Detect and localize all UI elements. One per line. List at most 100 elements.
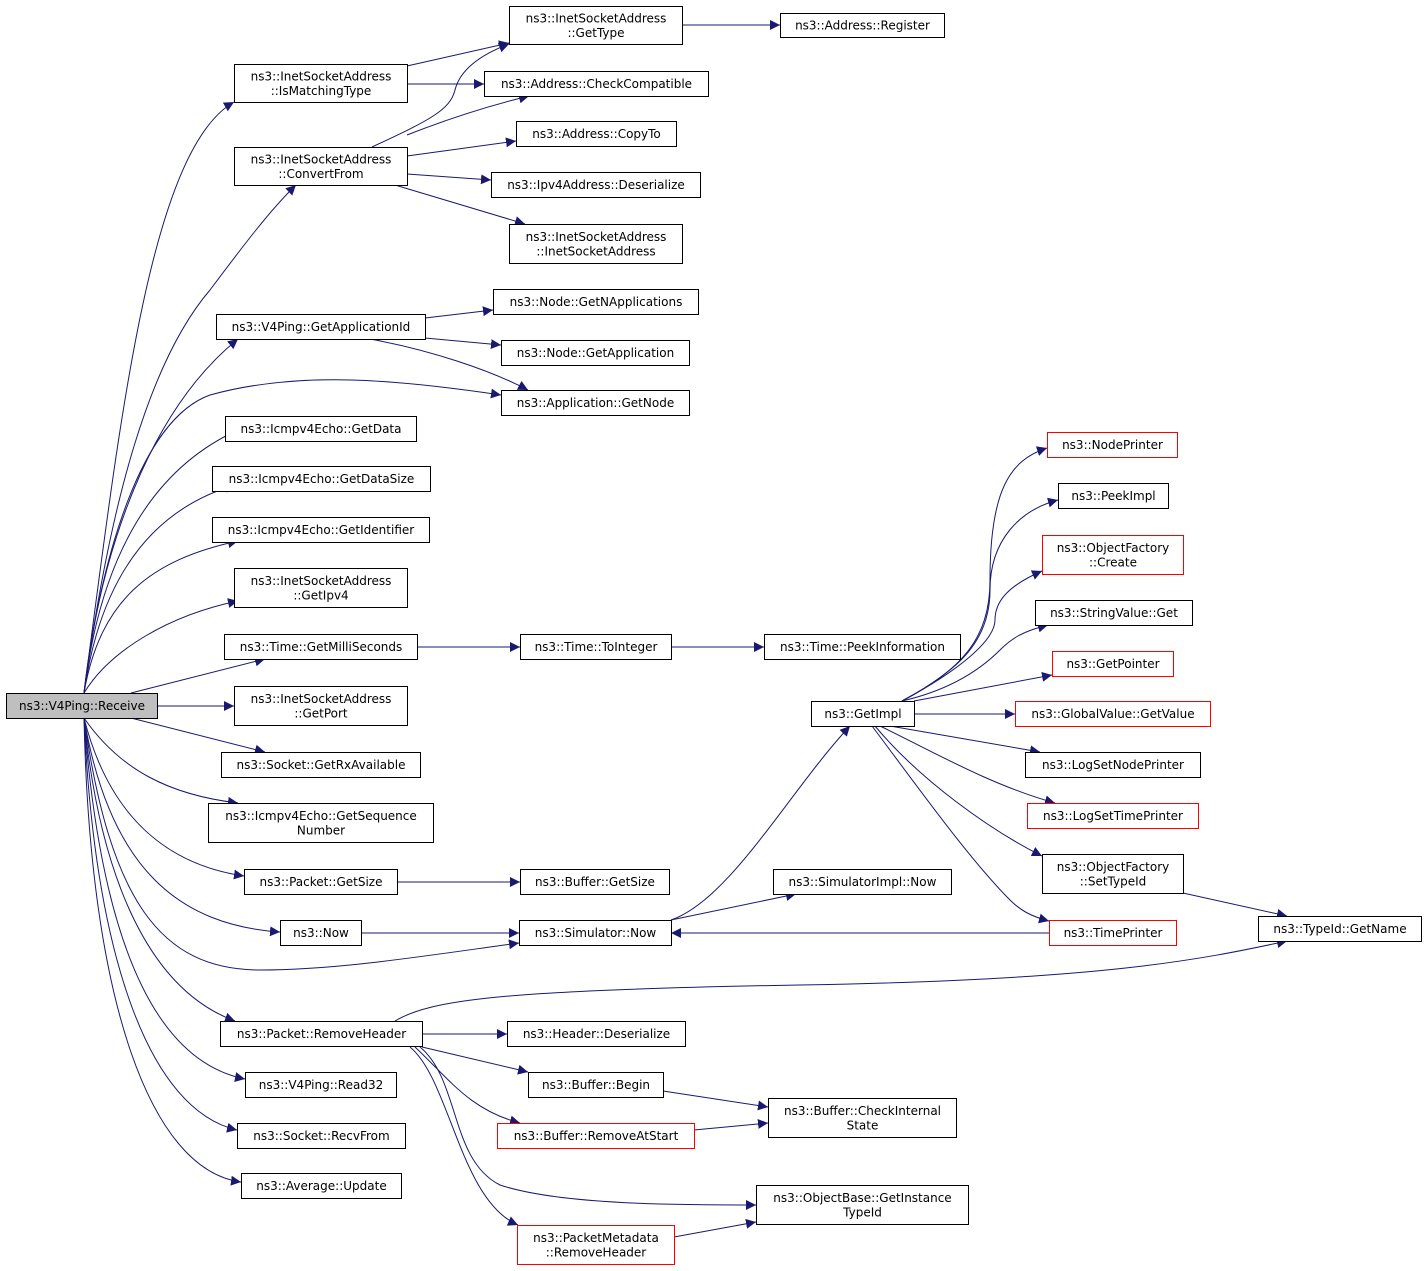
node-box[interactable] <box>516 121 677 147</box>
node-box[interactable] <box>224 634 418 660</box>
node-getipv4[interactable]: ns3::InetSocketAddress::GetIpv4 <box>234 568 408 608</box>
node-gvgetvalue[interactable]: ns3::GlobalValue::GetValue <box>1015 701 1211 727</box>
node-typeidname[interactable]: ns3::TypeId::GetName <box>1258 916 1422 942</box>
node-register[interactable]: ns3::Address::Register <box>780 13 945 38</box>
node-bufremove[interactable]: ns3::Buffer::RemoveAtStart <box>497 1123 695 1149</box>
node-box[interactable] <box>1025 752 1201 778</box>
node-box[interactable] <box>768 1098 957 1138</box>
node-box[interactable] <box>773 869 952 895</box>
node-box[interactable] <box>1042 535 1184 575</box>
node-box[interactable] <box>507 1021 686 1047</box>
node-box[interactable] <box>519 920 672 946</box>
node-box[interactable] <box>6 693 158 719</box>
node-box[interactable] <box>1027 803 1199 829</box>
node-box[interactable] <box>528 1072 664 1098</box>
node-box[interactable] <box>517 1225 675 1265</box>
node-ipv4deser[interactable]: ns3::Ipv4Address::Deserialize <box>491 172 701 198</box>
node-box[interactable] <box>493 289 699 315</box>
node-getnapps[interactable]: ns3::Node::GetNApplications <box>493 289 699 315</box>
node-recvfrom[interactable]: ns3::Socket::RecvFrom <box>237 1123 406 1149</box>
node-getappid[interactable]: ns3::V4Ping::GetApplicationId <box>216 314 426 340</box>
node-box[interactable] <box>756 1185 969 1225</box>
node-box[interactable] <box>501 340 690 366</box>
node-box[interactable] <box>216 314 426 340</box>
node-box[interactable] <box>509 6 683 45</box>
node-inetctor[interactable]: ns3::InetSocketAddress::InetSocketAddres… <box>509 224 683 264</box>
node-box[interactable] <box>280 920 362 946</box>
node-box[interactable] <box>501 390 690 416</box>
node-avgupdate[interactable]: ns3::Average::Update <box>241 1173 402 1199</box>
node-box[interactable] <box>491 172 701 198</box>
node-strget[interactable]: ns3::StringValue::Get <box>1035 600 1193 626</box>
node-peekinfo[interactable]: ns3::Time::PeekInformation <box>764 634 961 660</box>
node-box[interactable] <box>520 634 672 660</box>
node-box[interactable] <box>1052 651 1174 677</box>
node-box[interactable] <box>1258 916 1422 942</box>
node-getrx[interactable]: ns3::Socket::GetRxAvailable <box>221 752 421 778</box>
node-getpointer[interactable]: ns3::GetPointer <box>1052 651 1174 677</box>
node-box[interactable] <box>237 1123 406 1149</box>
node-getmilli[interactable]: ns3::Time::GetMilliSeconds <box>224 634 418 660</box>
node-peekimpl[interactable]: ns3::PeekImpl <box>1058 483 1169 509</box>
node-bufgetsize[interactable]: ns3::Buffer::GetSize <box>520 869 670 895</box>
node-box[interactable] <box>212 466 431 492</box>
node-box[interactable] <box>225 416 417 442</box>
node-box[interactable] <box>509 224 683 264</box>
node-getdatasize[interactable]: ns3::Icmpv4Echo::GetDataSize <box>212 466 431 492</box>
node-box[interactable] <box>220 1021 423 1047</box>
node-ismatch[interactable]: ns3::InetSocketAddress::IsMatchingType <box>234 64 408 103</box>
node-box[interactable] <box>1058 483 1169 509</box>
node-getident[interactable]: ns3::Icmpv4Echo::GetIdentifier <box>212 517 430 543</box>
node-logsetnode[interactable]: ns3::LogSetNodePrinter <box>1025 752 1201 778</box>
node-removeheader[interactable]: ns3::Packet::RemoveHeader <box>220 1021 423 1047</box>
node-getport[interactable]: ns3::InetSocketAddress::GetPort <box>234 686 408 726</box>
node-timeprinter[interactable]: ns3::TimePrinter <box>1049 920 1177 946</box>
node-simnow[interactable]: ns3::Simulator::Now <box>519 920 672 946</box>
node-box[interactable] <box>764 634 961 660</box>
node-box[interactable] <box>221 752 421 778</box>
node-ofcreate[interactable]: ns3::ObjectFactory::Create <box>1042 535 1184 575</box>
node-box[interactable] <box>497 1123 695 1149</box>
node-gettype[interactable]: ns3::InetSocketAddress::GetType <box>509 6 683 45</box>
node-appgetnode[interactable]: ns3::Application::GetNode <box>501 390 690 416</box>
node-box[interactable] <box>1035 600 1193 626</box>
node-tointeger[interactable]: ns3::Time::ToInteger <box>520 634 672 660</box>
node-receive[interactable]: ns3::V4Ping::Receive <box>6 693 158 719</box>
node-box[interactable] <box>241 1173 402 1199</box>
node-convfrom[interactable]: ns3::InetSocketAddress::ConvertFrom <box>234 147 408 186</box>
node-bufbegin[interactable]: ns3::Buffer::Begin <box>528 1072 664 1098</box>
node-logsettime[interactable]: ns3::LogSetTimePrinter <box>1027 803 1199 829</box>
node-box[interactable] <box>245 1072 397 1098</box>
node-box[interactable] <box>208 803 434 843</box>
node-box[interactable] <box>234 568 408 608</box>
node-ofsettypeid[interactable]: ns3::ObjectFactory::SetTypeId <box>1042 854 1184 894</box>
node-pktgetsize[interactable]: ns3::Packet::GetSize <box>244 869 398 895</box>
node-box[interactable] <box>244 869 398 895</box>
node-getapp[interactable]: ns3::Node::GetApplication <box>501 340 690 366</box>
node-simimplnow[interactable]: ns3::SimulatorImpl::Now <box>773 869 952 895</box>
node-pmremove[interactable]: ns3::PacketMetadata::RemoveHeader <box>517 1225 675 1265</box>
node-box[interactable] <box>1047 432 1178 458</box>
node-read32[interactable]: ns3::V4Ping::Read32 <box>245 1072 397 1098</box>
node-box[interactable] <box>212 517 430 543</box>
node-box[interactable] <box>234 147 408 186</box>
node-checkcompat[interactable]: ns3::Address::CheckCompatible <box>484 71 709 97</box>
node-box[interactable] <box>484 71 709 97</box>
node-box[interactable] <box>1042 854 1184 894</box>
node-nodeprinter[interactable]: ns3::NodePrinter <box>1047 432 1178 458</box>
node-box[interactable] <box>520 869 670 895</box>
node-box[interactable] <box>811 701 915 727</box>
node-box[interactable] <box>234 64 408 103</box>
node-getdata[interactable]: ns3::Icmpv4Echo::GetData <box>225 416 417 442</box>
node-copyto[interactable]: ns3::Address::CopyTo <box>516 121 677 147</box>
node-now[interactable]: ns3::Now <box>280 920 362 946</box>
node-box[interactable] <box>1049 920 1177 946</box>
node-headerdeser[interactable]: ns3::Header::Deserialize <box>507 1021 686 1047</box>
node-box[interactable] <box>1015 701 1211 727</box>
node-box[interactable] <box>234 686 408 726</box>
node-box[interactable] <box>780 13 945 38</box>
node-getimpl[interactable]: ns3::GetImpl <box>811 701 915 727</box>
